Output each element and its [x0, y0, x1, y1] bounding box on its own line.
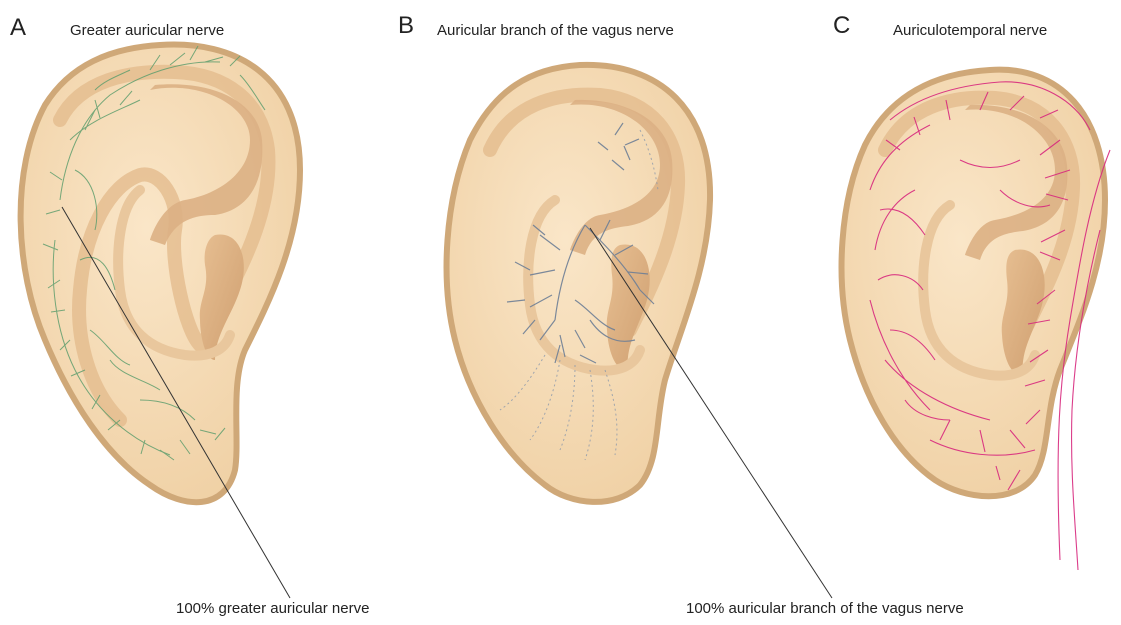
- callout-a-text: 100% greater auricular nerve: [176, 600, 369, 617]
- ear-b: [447, 65, 832, 598]
- ear-a: [21, 45, 300, 598]
- callout-b-text: 100% auricular branch of the vagus nerve: [686, 600, 964, 617]
- ear-c: [842, 70, 1110, 570]
